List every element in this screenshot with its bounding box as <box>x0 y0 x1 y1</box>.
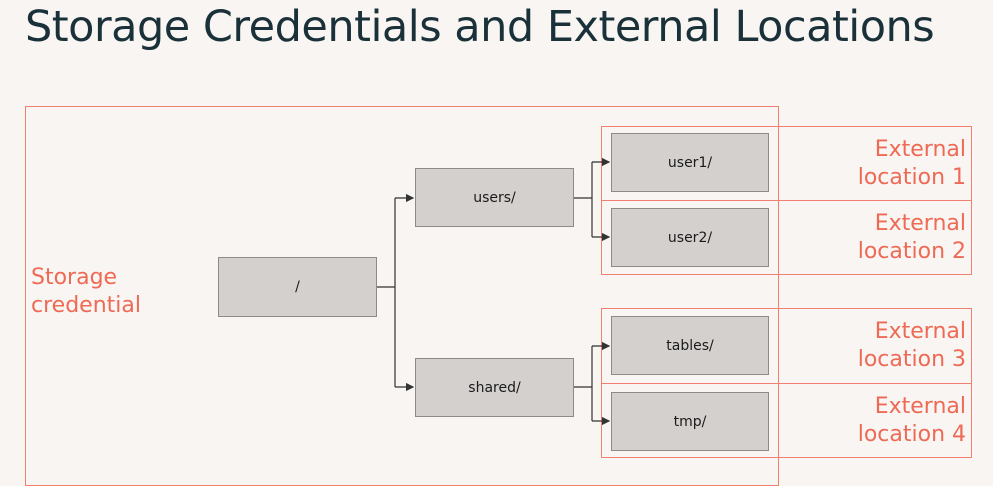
storage-credential-label: Storage credential <box>31 264 141 320</box>
storage-credential-label-line1: Storage <box>31 265 118 290</box>
external-location-3-label-line2: location 3 <box>857 347 966 372</box>
external-location-4-label: External location 4 <box>858 393 966 449</box>
node-user1: user1/ <box>611 133 769 192</box>
node-user2: user2/ <box>611 208 769 267</box>
node-root: / <box>218 257 377 317</box>
external-location-1-label-line2: location 1 <box>857 165 966 190</box>
external-location-2-label: External location 2 <box>858 210 966 266</box>
external-location-4-label-line1: External <box>874 394 966 419</box>
external-location-2-label-line1: External <box>874 211 966 236</box>
node-shared: shared/ <box>415 358 574 417</box>
external-location-3-label-line1: External <box>874 319 966 344</box>
external-location-3-label: External location 3 <box>858 318 966 374</box>
node-users: users/ <box>415 168 574 227</box>
connector-wires <box>377 157 611 426</box>
external-location-4-label-line2: location 4 <box>857 422 966 447</box>
node-tables: tables/ <box>611 316 769 375</box>
node-tmp: tmp/ <box>611 392 769 451</box>
external-location-1-label: External location 1 <box>858 136 966 192</box>
external-location-1-label-line1: External <box>874 137 966 162</box>
storage-credential-label-line2: credential <box>31 293 141 318</box>
page-title: Storage Credentials and External Locatio… <box>25 2 935 52</box>
external-location-2-label-line2: location 2 <box>857 239 966 264</box>
